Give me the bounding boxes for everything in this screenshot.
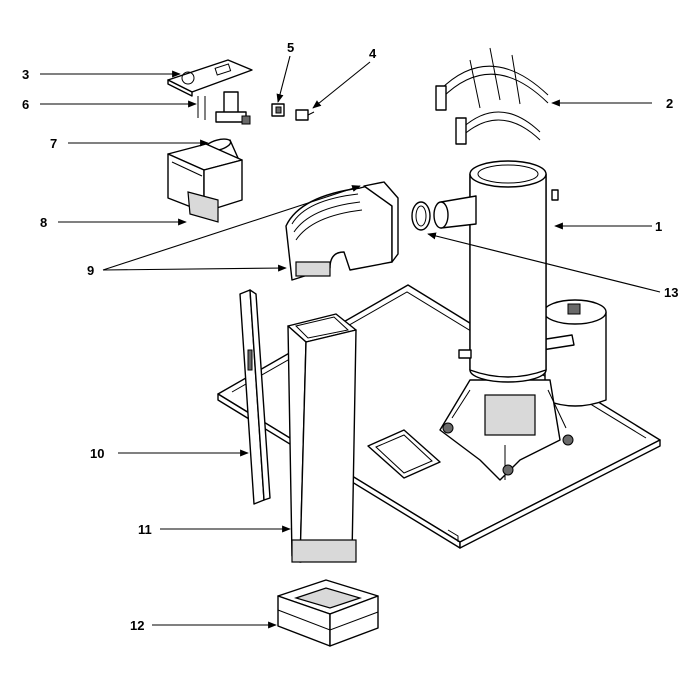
- callout-8: 8: [40, 215, 47, 230]
- pins: [197, 96, 206, 120]
- fitting-4: [295, 109, 315, 121]
- fitting-5: [271, 103, 285, 117]
- leader-lines: [40, 55, 661, 629]
- callout-3: 3: [22, 67, 29, 82]
- base-block: [277, 579, 379, 647]
- o-ring: [411, 201, 431, 231]
- callout-11: 11: [138, 522, 152, 537]
- reservoir-box: [167, 143, 243, 223]
- callout-10: 10: [90, 446, 104, 461]
- callout-6: 6: [22, 97, 29, 112]
- top-plate: [167, 59, 253, 97]
- wire-basket: [435, 47, 549, 145]
- flat-panel: [239, 289, 271, 505]
- vertical-tank: [433, 160, 607, 481]
- callout-5: 5: [287, 40, 294, 55]
- callout-1: 1: [655, 219, 662, 234]
- callout-12: 12: [130, 618, 144, 633]
- callout-2: 2: [666, 96, 673, 111]
- tall-chute: [287, 313, 357, 563]
- drain-tray: [367, 429, 441, 479]
- callout-13: 13: [664, 285, 678, 300]
- callout-7: 7: [50, 136, 57, 151]
- duct-housing: [285, 181, 399, 281]
- valve-assembly: [215, 91, 251, 125]
- callout-4: 4: [369, 46, 377, 61]
- callout-9: 9: [87, 263, 94, 278]
